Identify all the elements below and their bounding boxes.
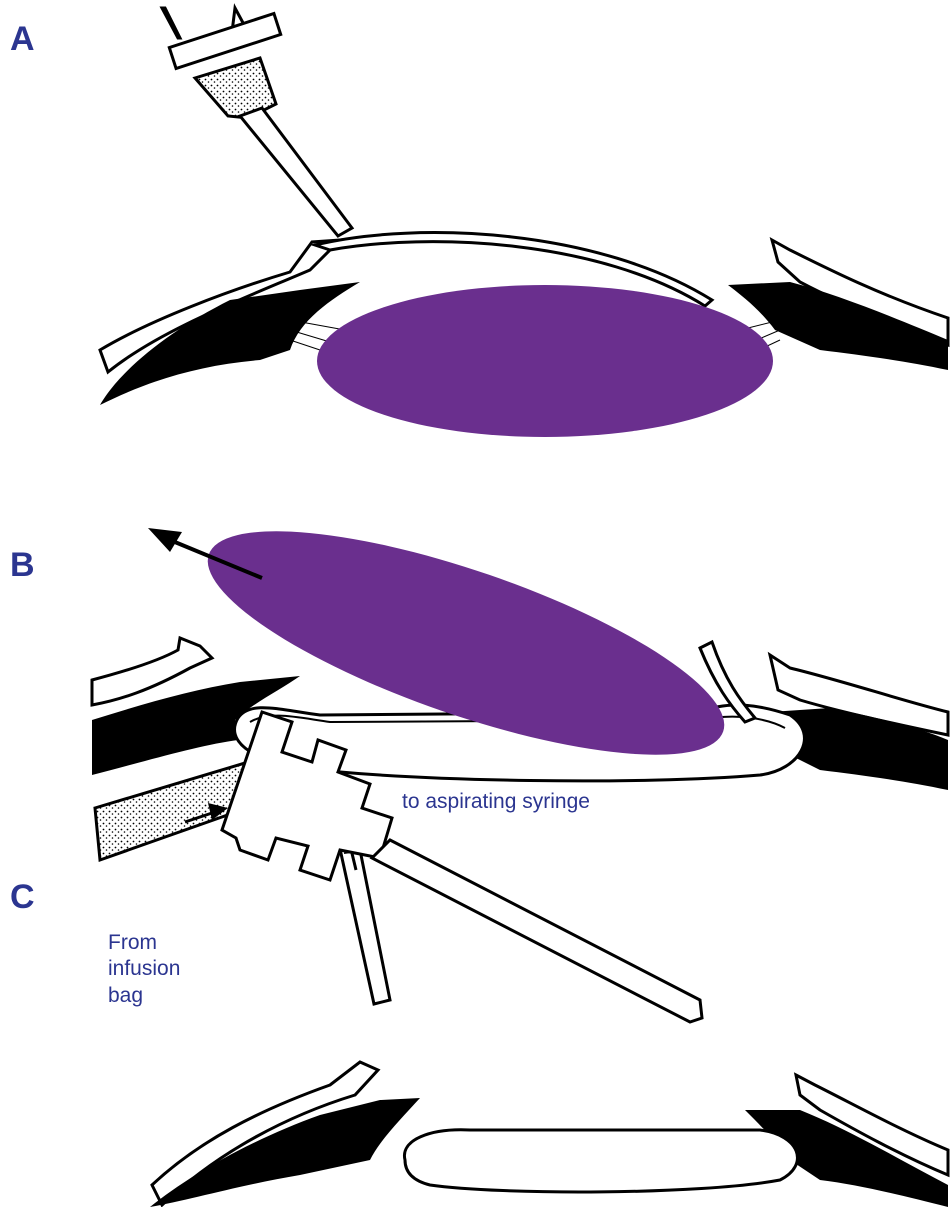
eye-wall-left-c (150, 1062, 420, 1207)
injection-cannula (162, 8, 352, 236)
aspiration-caption: to aspirating syringe (402, 789, 590, 815)
capsular-bag-c (404, 1130, 797, 1192)
lens-a (317, 285, 773, 437)
panel-label-a: A (10, 22, 35, 56)
eye-wall-left (100, 240, 360, 405)
panel-b-illustration (92, 486, 948, 799)
panel-label-b: B (10, 548, 35, 582)
panel-label-c: C (10, 880, 35, 914)
infusion-caption: From infusion bag (108, 930, 180, 1009)
irrigation-cannula-shaft (372, 840, 702, 1022)
panel-c-illustration (95, 712, 948, 1207)
panel-a-illustration (100, 8, 948, 437)
